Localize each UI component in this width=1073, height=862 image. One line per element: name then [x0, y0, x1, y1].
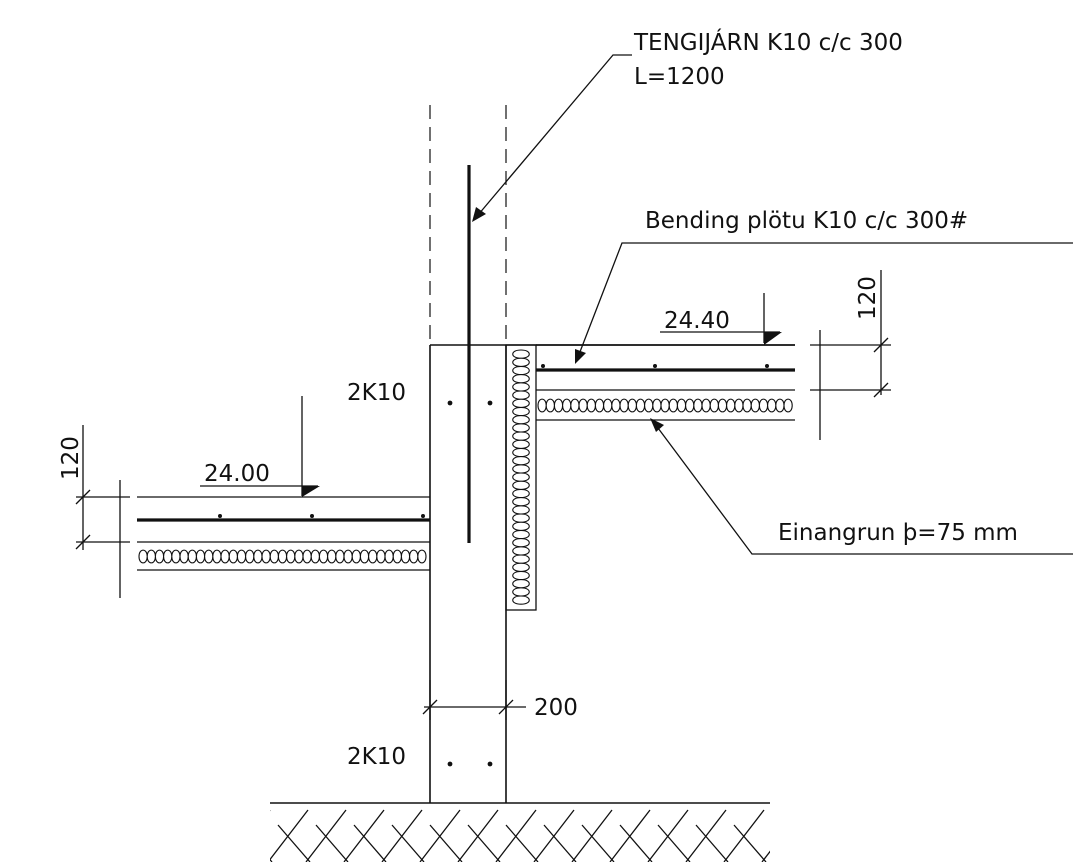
- wall-rebar-dots-top: [447, 400, 493, 406]
- leader-tengijarn: [472, 54, 632, 222]
- dim-left-120-text: 120: [58, 436, 84, 480]
- dimension-left-120: [75, 425, 130, 598]
- dimension-right-120: [810, 270, 891, 440]
- leader-bending: [575, 242, 1073, 364]
- ground: [270, 802, 770, 862]
- level-marker-left: [200, 396, 320, 497]
- bending-label: Bending plötu K10 c/c 300#: [645, 208, 968, 234]
- tengijarn-label-line1: TENGIJÁRN K10 c/c 300: [633, 28, 903, 56]
- dimension-wall-200: [422, 680, 526, 720]
- wall-rebar-dots-bottom: [447, 761, 493, 767]
- left-slab: [137, 496, 430, 571]
- rebar-top-label: 2K10: [347, 380, 406, 406]
- rebar-bottom-label: 2K10: [347, 744, 406, 770]
- level-right-text: 24.40: [664, 308, 730, 334]
- right-slab: [536, 344, 795, 421]
- tengijarn-label-line2: L=1200: [634, 64, 725, 90]
- leader-einangrun: [650, 418, 1073, 555]
- level-left-text: 24.00: [204, 461, 270, 487]
- einangrun-label: Einangrun þ=75 mm: [778, 520, 1018, 546]
- dim-right-120-text: 120: [855, 276, 881, 320]
- dim-wall-200-text: 200: [534, 695, 578, 721]
- level-marker-right: [660, 293, 782, 345]
- vertical-insulation: [505, 344, 537, 611]
